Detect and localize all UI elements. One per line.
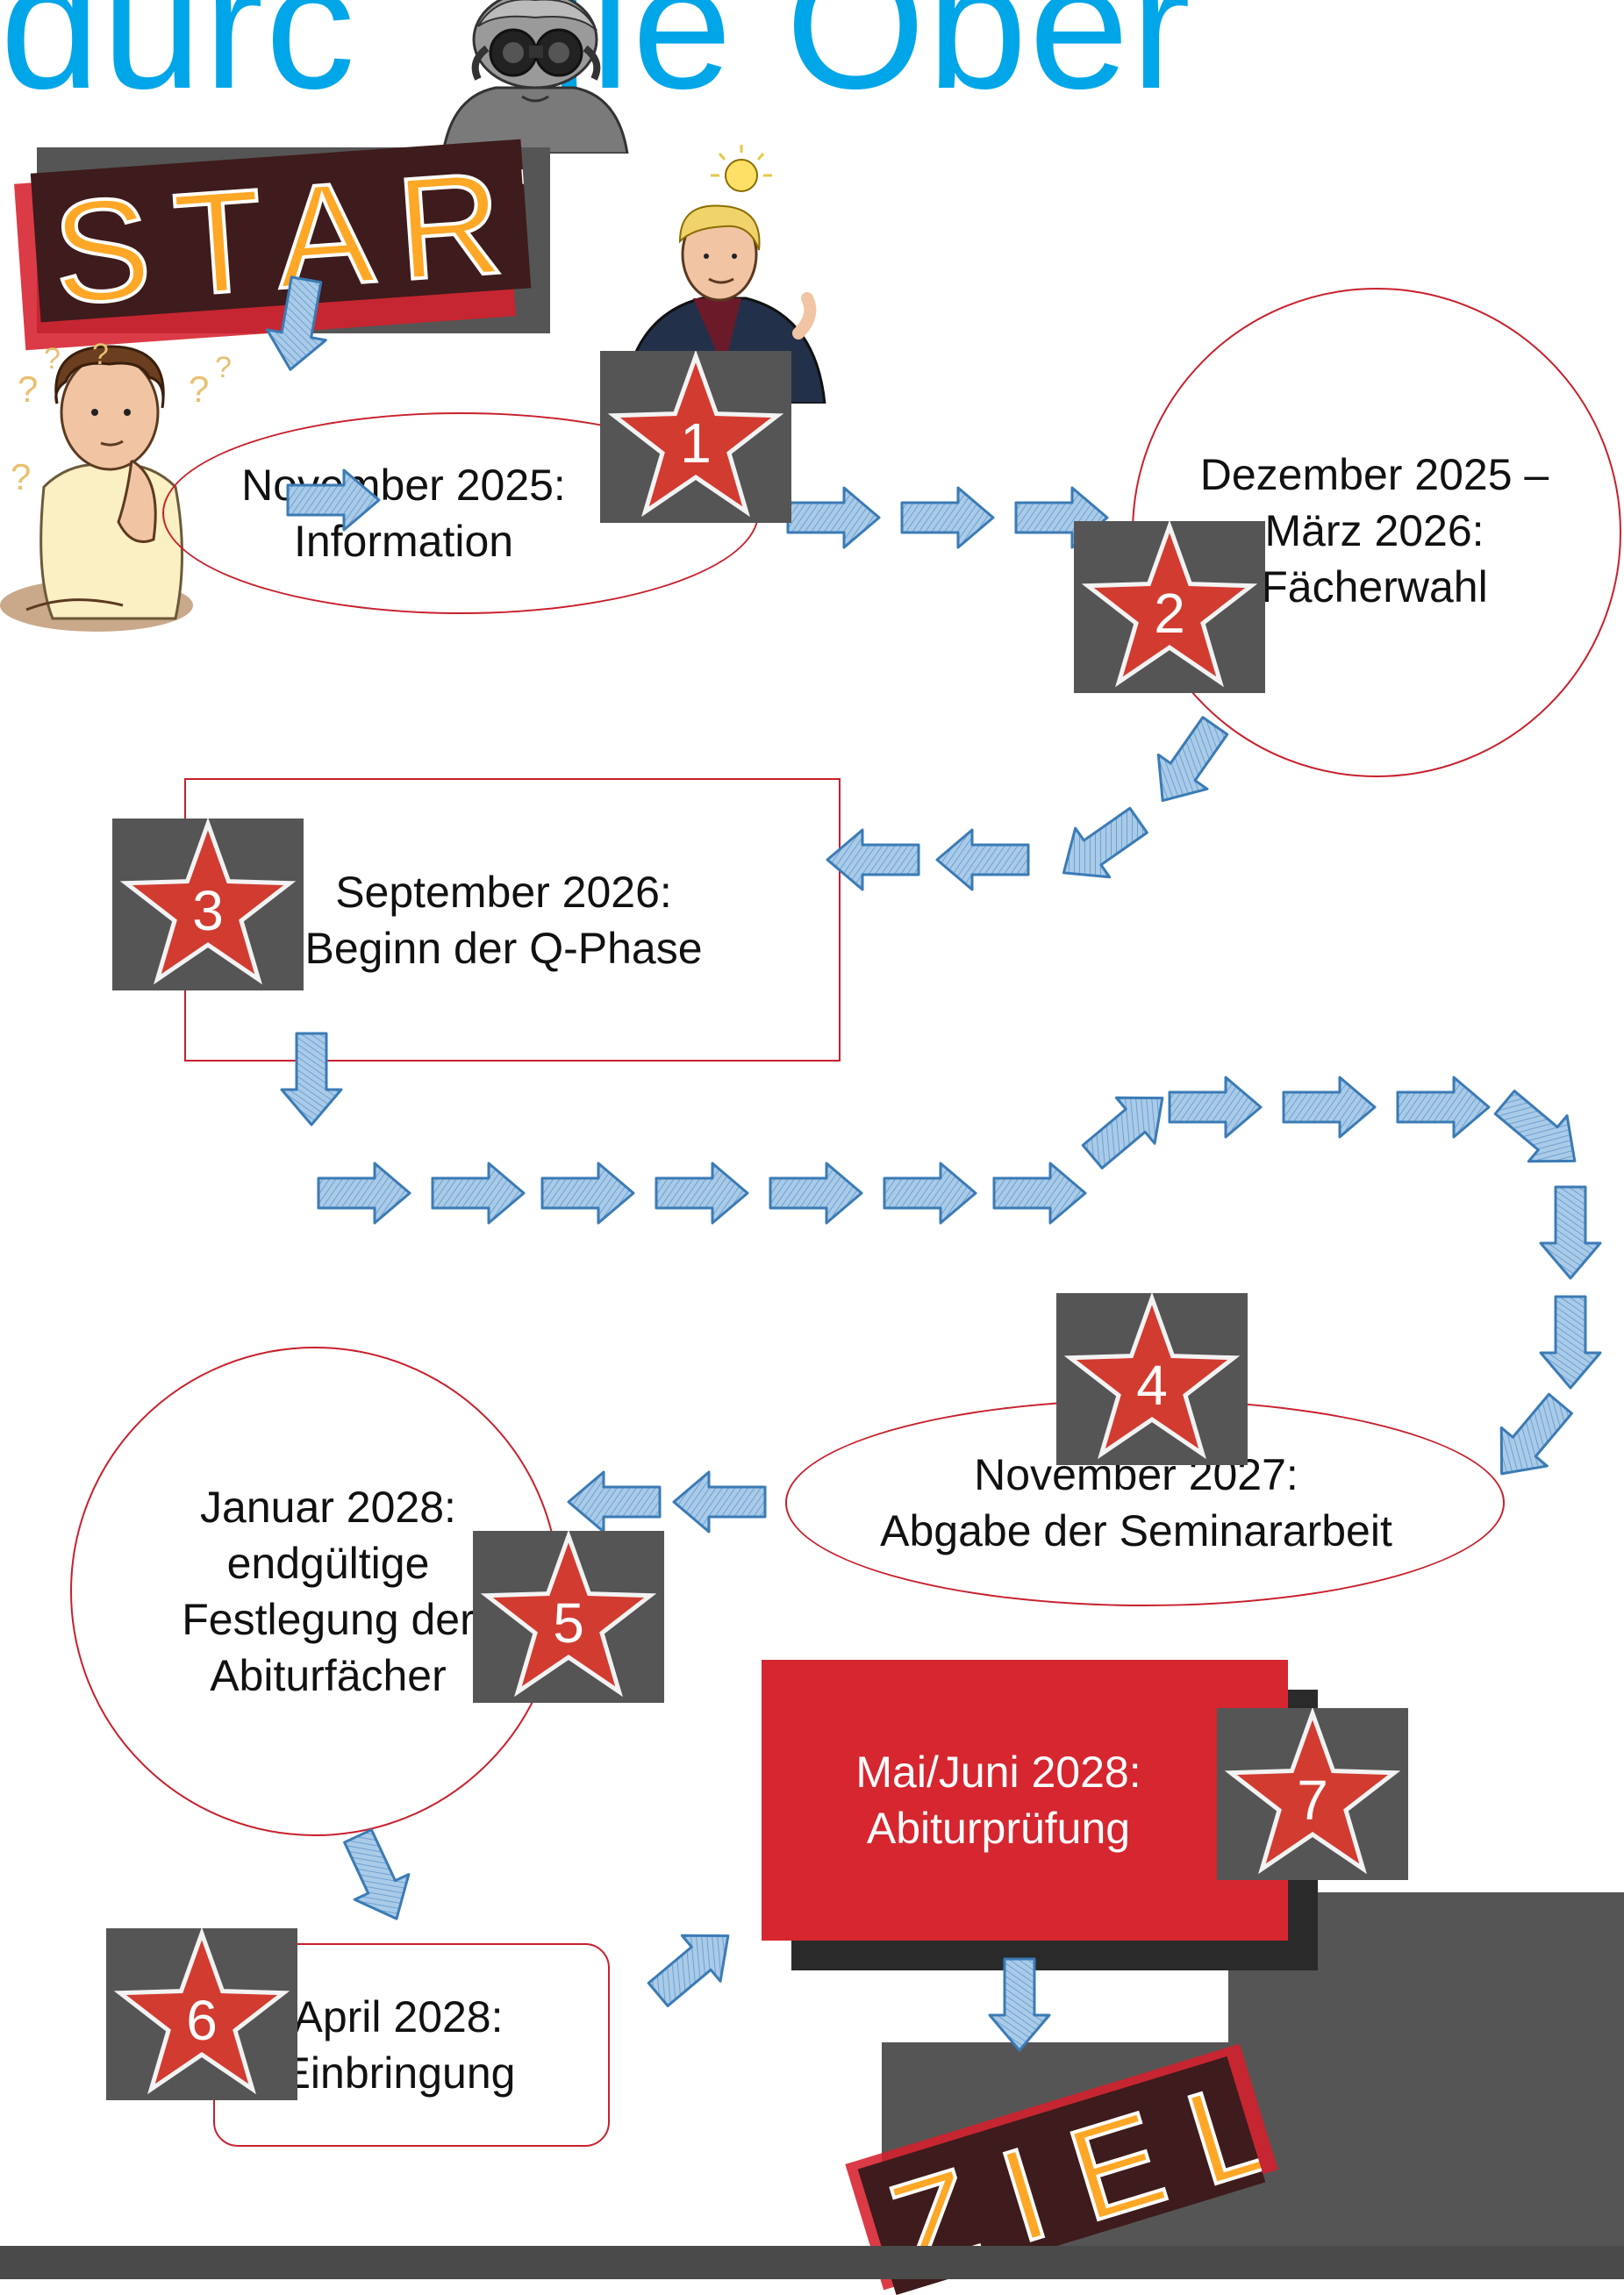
question-mark-2: ?	[44, 342, 61, 375]
stage-5-line-4: Abiturfächer	[210, 1651, 447, 1700]
right-arrow-icon	[769, 1162, 863, 1225]
right-arrow-icon	[992, 1162, 1087, 1225]
star-badge-7: 7	[1217, 1708, 1408, 1880]
right-arrow-icon	[317, 1162, 411, 1225]
stage-7-line-2: Abiturprüfung	[866, 1804, 1131, 1853]
star-icon	[607, 351, 784, 518]
star-icon	[113, 1928, 290, 2095]
right-arrow-icon	[1168, 1076, 1263, 1139]
stage-6-line-1: April 2028:	[293, 1992, 504, 2041]
question-mark-3: ?	[92, 338, 109, 371]
stage-2-line-1: Dezember 2025 –	[1199, 449, 1549, 499]
stage-5-text: Januar 2028: endgültige Festlegung der A…	[182, 1479, 475, 1704]
star-badge-7-number: 7	[1297, 1769, 1328, 1832]
right-arrow-icon	[1539, 1295, 1602, 1390]
right-arrow-icon	[935, 828, 1030, 891]
stage-5-circle: Januar 2028: endgültige Festlegung der A…	[70, 1347, 560, 1836]
right-arrow-icon	[265, 275, 327, 371]
right-arrow-icon	[1062, 806, 1148, 879]
star-badge-5-number: 5	[553, 1591, 584, 1655]
star-badge-1: 1	[600, 351, 791, 523]
stage-7-line-1: Mai/Juni 2028:	[855, 1748, 1141, 1797]
right-arrow-icon	[672, 1470, 767, 1534]
star-badge-2: 2	[1074, 521, 1265, 693]
right-arrow-icon	[988, 1957, 1051, 2052]
stage-5-line-3: Festlegung der	[182, 1595, 475, 1644]
bottom-strip	[0, 2246, 1624, 2279]
star-badge-3: 3	[112, 819, 304, 990]
binoculars-figure	[441, 0, 629, 154]
star-icon	[119, 819, 297, 985]
right-arrow-icon	[1282, 1076, 1377, 1139]
star-badge-6-number: 6	[186, 1989, 218, 2052]
right-arrow-icon	[1539, 1185, 1602, 1280]
question-mark-6: ?	[11, 456, 32, 497]
title-fragment-2: die Ober	[488, 0, 1193, 114]
stage-5-line-1: Januar 2028:	[200, 1483, 456, 1532]
corner-block	[1228, 1892, 1624, 2279]
star-icon	[1063, 1293, 1241, 1460]
stage-3-text: September 2026: Beginn der Q-Phase	[304, 864, 702, 976]
stage-7-box: Mai/Juni 2028: Abiturprüfung	[762, 1660, 1288, 1941]
right-arrow-icon	[431, 1162, 526, 1225]
right-arrow-icon	[1396, 1076, 1491, 1139]
stage-6-text: April 2028: Einbringung	[282, 1989, 516, 2101]
stage-3-line-2: Beginn der Q-Phase	[304, 923, 703, 973]
right-arrow-icon	[343, 1828, 411, 1920]
stage-2-text: Dezember 2025 – März 2026: Fächerwahl	[1200, 447, 1549, 615]
question-mark-1: ?	[18, 368, 39, 410]
stage-4-line-2: Abgabe der Seminararbeit	[880, 1506, 1392, 1555]
right-arrow-icon	[567, 1470, 662, 1534]
right-arrow-icon	[1493, 1090, 1577, 1163]
title-fragment-1: durc	[0, 0, 357, 114]
star-icon	[1081, 521, 1258, 688]
right-arrow-icon	[647, 1934, 730, 2007]
stage-2-line-2: März 2026:	[1264, 505, 1484, 555]
right-arrow-icon	[280, 1032, 343, 1126]
stage-2-line-3: Fächerwahl	[1261, 561, 1488, 611]
right-arrow-icon	[540, 1162, 635, 1225]
star-icon	[1224, 1708, 1401, 1875]
stage-6-line-2: Einbringung	[281, 2048, 516, 2098]
right-arrow-icon	[826, 828, 920, 891]
question-mark-4: ?	[189, 368, 210, 410]
right-arrow-icon	[655, 1162, 749, 1225]
stage-3-line-1: September 2026:	[335, 867, 672, 917]
stage-5-line-2: endgültige	[226, 1539, 430, 1588]
right-arrow-icon	[900, 486, 995, 549]
star-badge-4: 4	[1056, 1293, 1248, 1465]
right-arrow-icon	[1156, 716, 1229, 803]
star-badge-2-number: 2	[1154, 582, 1185, 645]
question-mark-5: ?	[215, 351, 232, 384]
right-arrow-icon	[1499, 1392, 1573, 1476]
star-icon	[480, 1531, 657, 1698]
star-badge-3-number: 3	[192, 879, 224, 942]
right-arrow-icon	[883, 1162, 977, 1225]
right-arrow-icon	[286, 468, 381, 532]
stage-4-text: November 2027: Abgabe der Seminararbeit	[880, 1447, 1392, 1559]
star-badge-1-number: 1	[680, 411, 712, 475]
star-badge-5: 5	[473, 1531, 664, 1703]
stage-7-text: Mai/Juni 2028: Abiturprüfung	[855, 1744, 1141, 1856]
right-arrow-icon	[786, 486, 881, 549]
stage-2-circle: Dezember 2025 – März 2026: Fächerwahl	[1132, 288, 1621, 777]
star-badge-6: 6	[106, 1928, 297, 2100]
stage-1-line-2: Information	[293, 517, 514, 566]
title-banner: durc die Ober	[0, 0, 1624, 114]
thinking-figure	[0, 345, 193, 632]
right-arrow-icon	[1081, 1096, 1164, 1169]
star-badge-4-number: 4	[1136, 1354, 1168, 1417]
